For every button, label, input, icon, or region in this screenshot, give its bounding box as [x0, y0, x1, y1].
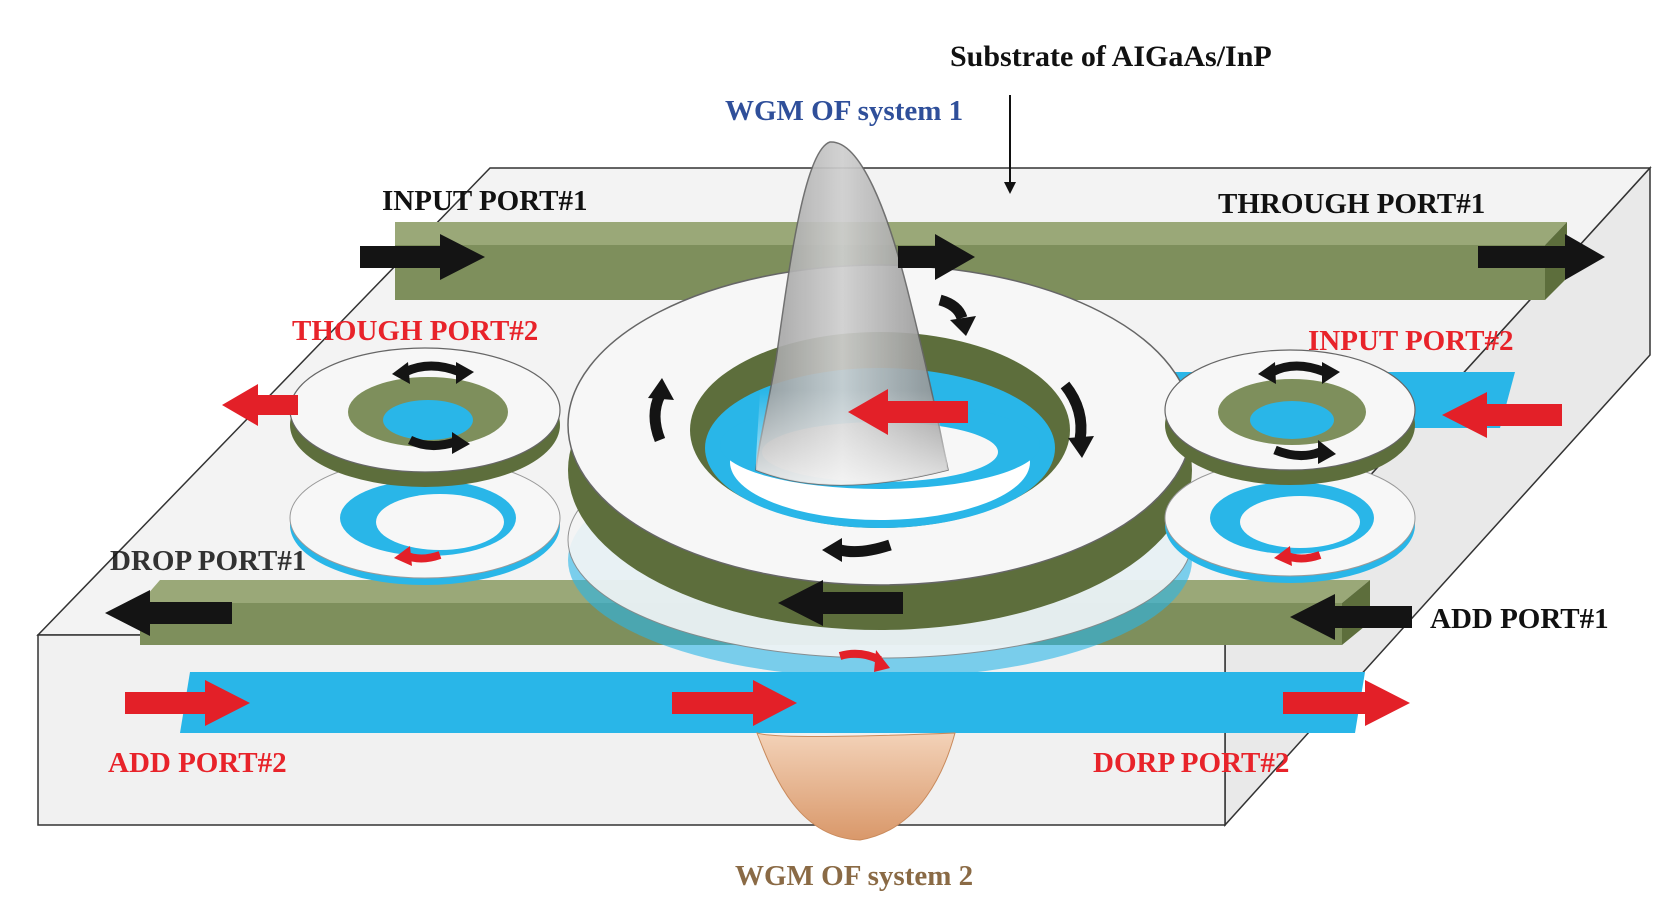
right-ring-upper [1164, 349, 1416, 485]
left-ring-upper [289, 347, 561, 487]
right-ring-lower [1164, 459, 1416, 583]
red-arrow-through2 [222, 384, 298, 426]
red-circulation-arrows [394, 546, 1322, 672]
wgm-bowl-system2 [756, 732, 956, 841]
label-wgm-system1: WGM OF system 1 [725, 95, 963, 127]
label-through-port-1: THROUGH PORT#1 [1218, 188, 1485, 220]
label-drop-port-1: DROP PORT#1 [110, 545, 306, 577]
left-ring-lower [289, 457, 561, 585]
label-input-port-1: INPUT PORT#1 [382, 185, 588, 217]
red-arrow-input2 [1442, 392, 1562, 438]
black-arrow-add1 [1290, 594, 1412, 640]
black-arrow-drop-mid [778, 580, 903, 626]
label-input-port-2: INPUT PORT#2 [1308, 325, 1514, 357]
central-ring-circulation-arrows [648, 294, 1094, 562]
label-substrate: Substrate of AIGaAs/InP [950, 40, 1272, 73]
black-arrow-bus-mid [898, 234, 975, 280]
black-arrow-through1 [1478, 234, 1605, 280]
left-ring-circulation-arrows [392, 361, 474, 454]
red-arrow-center [848, 389, 968, 435]
black-arrow-drop1 [105, 590, 232, 636]
label-wgm-system2: WGM OF system 2 [735, 860, 973, 892]
red-arrow-drop2 [1283, 680, 1410, 726]
label-add-port-2: ADD PORT#2 [108, 747, 287, 779]
label-add-port-1: ADD PORT#1 [1430, 603, 1609, 635]
red-arrow-bus2-mid [672, 680, 797, 726]
right-ring-circulation-arrows [1258, 361, 1340, 464]
label-drop-port-2: DORP PORT#2 [1093, 747, 1289, 779]
red-arrow-add2 [125, 680, 250, 726]
black-arrow-input1 [360, 234, 485, 280]
label-though-port-2: THOUGH PORT#2 [292, 315, 538, 347]
